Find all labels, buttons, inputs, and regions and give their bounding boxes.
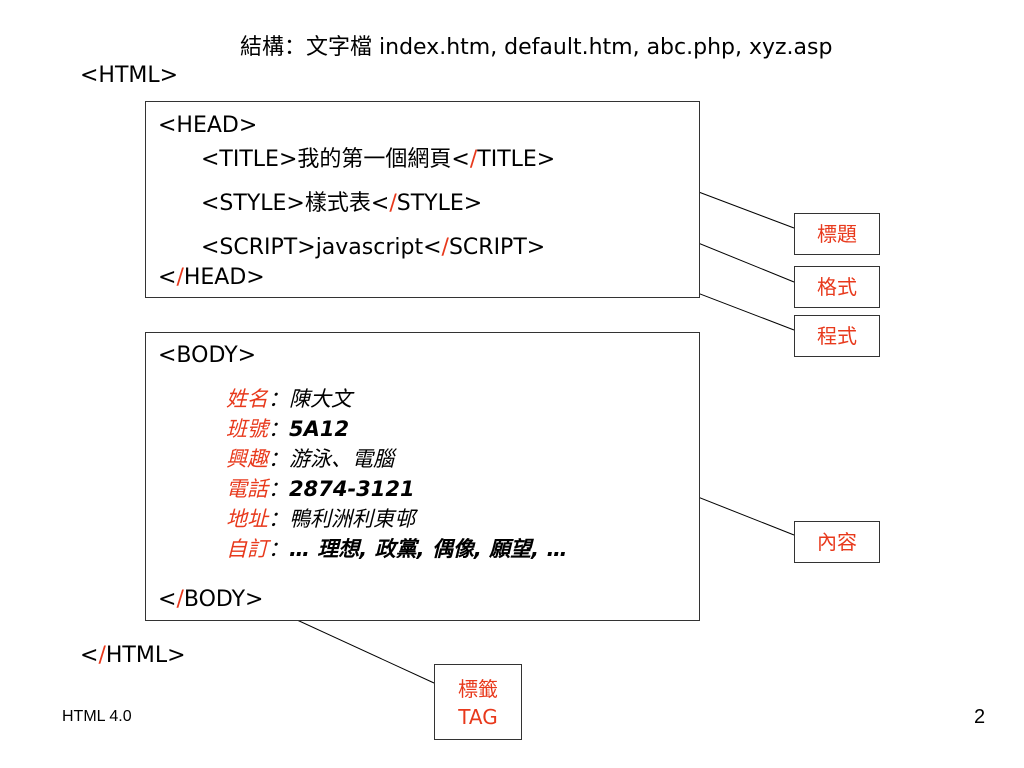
callout-tag-chinese: 標籤 [458,677,498,701]
style-text: 樣式表 [304,191,371,216]
field-value: 游泳、電腦 [289,447,394,471]
callout-content: 內容 [794,521,880,563]
script-text: javascript [315,235,424,260]
field-label: 自訂 [226,537,268,561]
body-fields: 姓名：陳大文 班號：5A12 興趣：游泳、電腦 電話：2874-3121 地址：… [226,384,567,564]
callout-style: 格式 [794,266,880,308]
script-open-tag: <SCRIPT> [201,235,316,260]
field-label: 班號 [226,417,268,441]
style-line: <STYLE>樣式表</STYLE> [201,191,482,217]
field-value: 鴨利洲利東邨 [289,507,415,531]
field-sep: ： [268,417,289,441]
script-close-slash: / [441,235,449,260]
style-close-slash: / [389,191,397,216]
callout-title: 標題 [794,213,880,255]
structure-label: 結構：文字檔 [240,35,373,60]
field-sep: ： [268,387,289,411]
field-value: … 理想, 政黨, 偶像, 願望, … [289,537,568,561]
script-line: <SCRIPT>javascript</SCRIPT> [201,235,545,261]
title-text: 我的第一個網頁 [297,147,452,172]
field-value: 5A12 [289,417,350,441]
field-sep: ： [268,507,289,531]
head-close-tag: </HEAD> [158,265,265,291]
title-close-slash: / [469,147,478,172]
file-list: index.htm, default.htm, abc.php, xyz.asp [379,35,833,60]
footer-left-label: HTML 4.0 [62,708,132,725]
field-label: 地址 [226,507,268,531]
script-close-lt: < [423,235,442,260]
head-close-slash: / [176,265,184,290]
field-row-name: 姓名：陳大文 [226,384,567,414]
field-label: 興趣 [226,447,268,471]
html-close-lt: < [80,643,99,668]
callout-tag: 標籤 TAG [434,664,522,740]
body-close-tag: </BODY> [158,587,264,613]
field-label: 姓名 [226,387,268,411]
page-number: 2 [974,706,986,728]
style-open-tag: <STYLE> [201,191,305,216]
field-row-address: 地址：鴨利洲利東邨 [226,504,567,534]
field-row-class: 班號：5A12 [226,414,567,444]
body-open-tag: <BODY> [158,343,257,368]
html-close-rest: HTML> [105,643,186,668]
head-close-lt: < [158,265,177,290]
structure-header: 結構：文字檔 index.htm, default.htm, abc.php, … [240,34,832,62]
style-close-rest: STYLE> [396,191,483,216]
field-sep: ： [268,477,289,501]
html-close-slash: / [98,643,106,668]
style-close-lt: < [370,191,390,216]
field-label: 電話 [226,477,268,501]
body-block: <BODY> 姓名：陳大文 班號：5A12 興趣：游泳、電腦 電話：2874-3… [145,332,700,621]
field-sep: ： [268,537,289,561]
script-close-rest: SCRIPT> [448,235,546,260]
callout-tag-english: TAG [458,705,498,729]
field-sep: ： [268,447,289,471]
field-row-phone: 電話：2874-3121 [226,474,567,504]
field-value: 陳大文 [289,387,352,411]
callout-script: 程式 [794,315,880,357]
field-row-interest: 興趣：游泳、電腦 [226,444,567,474]
title-line: <TITLE>我的第一個網頁</TITLE> [201,147,555,173]
head-close-rest: HEAD> [183,265,265,290]
title-open-tag: <TITLE> [201,147,298,172]
title-close-rest: TITLE> [477,147,556,172]
head-block: <HEAD> <TITLE>我的第一個網頁</TITLE> <STYLE>樣式表… [145,101,700,298]
body-close-lt: < [158,587,177,612]
title-close-lt: < [451,147,470,172]
head-open-tag: <HEAD> [158,113,258,138]
field-row-custom: 自訂：… 理想, 政黨, 偶像, 願望, … [226,534,567,564]
body-close-rest: BODY> [183,587,264,612]
html-open-tag: <HTML> [80,63,179,88]
html-close-tag: </HTML> [80,643,186,669]
tag-connector-line [283,613,435,684]
body-close-slash: / [176,587,184,612]
field-value: 2874-3121 [289,477,415,501]
